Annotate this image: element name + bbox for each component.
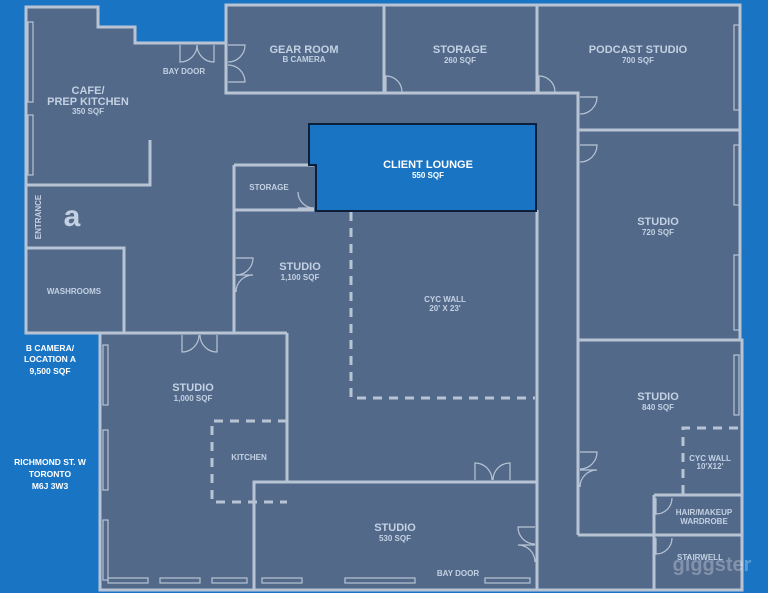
- location-line2: LOCATION A: [24, 354, 76, 364]
- cyc-wall-small-dims: 10'X12': [697, 462, 724, 471]
- bay-door-top-label: BAY DOOR: [163, 67, 205, 76]
- giggster-watermark: giggster: [673, 554, 752, 576]
- studio-720-area: 720 SQF: [642, 228, 674, 237]
- studio-1000-area: 1,000 SQF: [174, 394, 213, 403]
- studio-720-title: STUDIO: [637, 216, 679, 228]
- entrance-label: ENTRANCE: [34, 194, 43, 239]
- cyc-wall-small-title: CYC WALL: [689, 454, 731, 463]
- studio-1100-area: 1,100 SQF: [281, 273, 320, 282]
- hair-makeup-line1: HAIR/MAKEUP: [676, 508, 733, 517]
- doors: [179, 44, 673, 563]
- studio-1000-title: STUDIO: [172, 382, 214, 394]
- location-line3: 9,500 SQF: [29, 366, 70, 376]
- cafe-area: 350 SQF: [72, 107, 104, 116]
- address-line3: M6J 3W3: [32, 481, 69, 491]
- windows: [27, 21, 740, 584]
- stairwell-title: STAIRWELL: [677, 553, 723, 562]
- cyc-wall-main-title: CYC WALL: [424, 295, 466, 304]
- washrooms-title: WASHROOMS: [47, 287, 102, 296]
- address-line1: RICHMOND ST. W: [14, 457, 87, 467]
- building-floor: [24, 3, 744, 592]
- client-lounge-title: CLIENT LOUNGE: [383, 159, 473, 171]
- bay-door-bottom-label: BAY DOOR: [437, 569, 479, 578]
- dashed-outlines: [210, 212, 738, 504]
- kitchen-title: KITCHEN: [231, 453, 267, 462]
- cyc-wall-main-dims: 20' X 23': [429, 304, 460, 313]
- studio-840-title: STUDIO: [637, 391, 679, 403]
- podcast-studio-title: PODCAST STUDIO: [589, 44, 688, 56]
- gear-room-sub: B CAMERA: [282, 55, 325, 64]
- client-lounge-area: 550 SQF: [412, 171, 444, 180]
- location-line1: B CAMERA/: [26, 343, 75, 353]
- storage-top-title: STORAGE: [433, 44, 487, 56]
- studio-840-area: 840 SQF: [642, 403, 674, 412]
- studio-530-area: 530 SQF: [379, 534, 411, 543]
- cafe-title-2: PREP KITCHEN: [47, 96, 129, 108]
- studio-1100-title: STUDIO: [279, 261, 321, 273]
- storage-top-area: 260 SQF: [444, 56, 476, 65]
- logo-icon: a: [64, 200, 81, 233]
- cafe-title-1: CAFE/: [72, 85, 105, 97]
- hair-makeup-line2: WARDROBE: [680, 517, 728, 526]
- client-lounge-highlight[interactable]: [308, 123, 537, 212]
- gear-room-title: GEAR ROOM: [269, 44, 338, 56]
- storage-small-title: STORAGE: [249, 183, 289, 192]
- podcast-studio-area: 700 SQF: [622, 56, 654, 65]
- interior-walls: [26, 5, 742, 590]
- address-line2: TORONTO: [29, 469, 72, 479]
- studio-530-title: STUDIO: [374, 522, 416, 534]
